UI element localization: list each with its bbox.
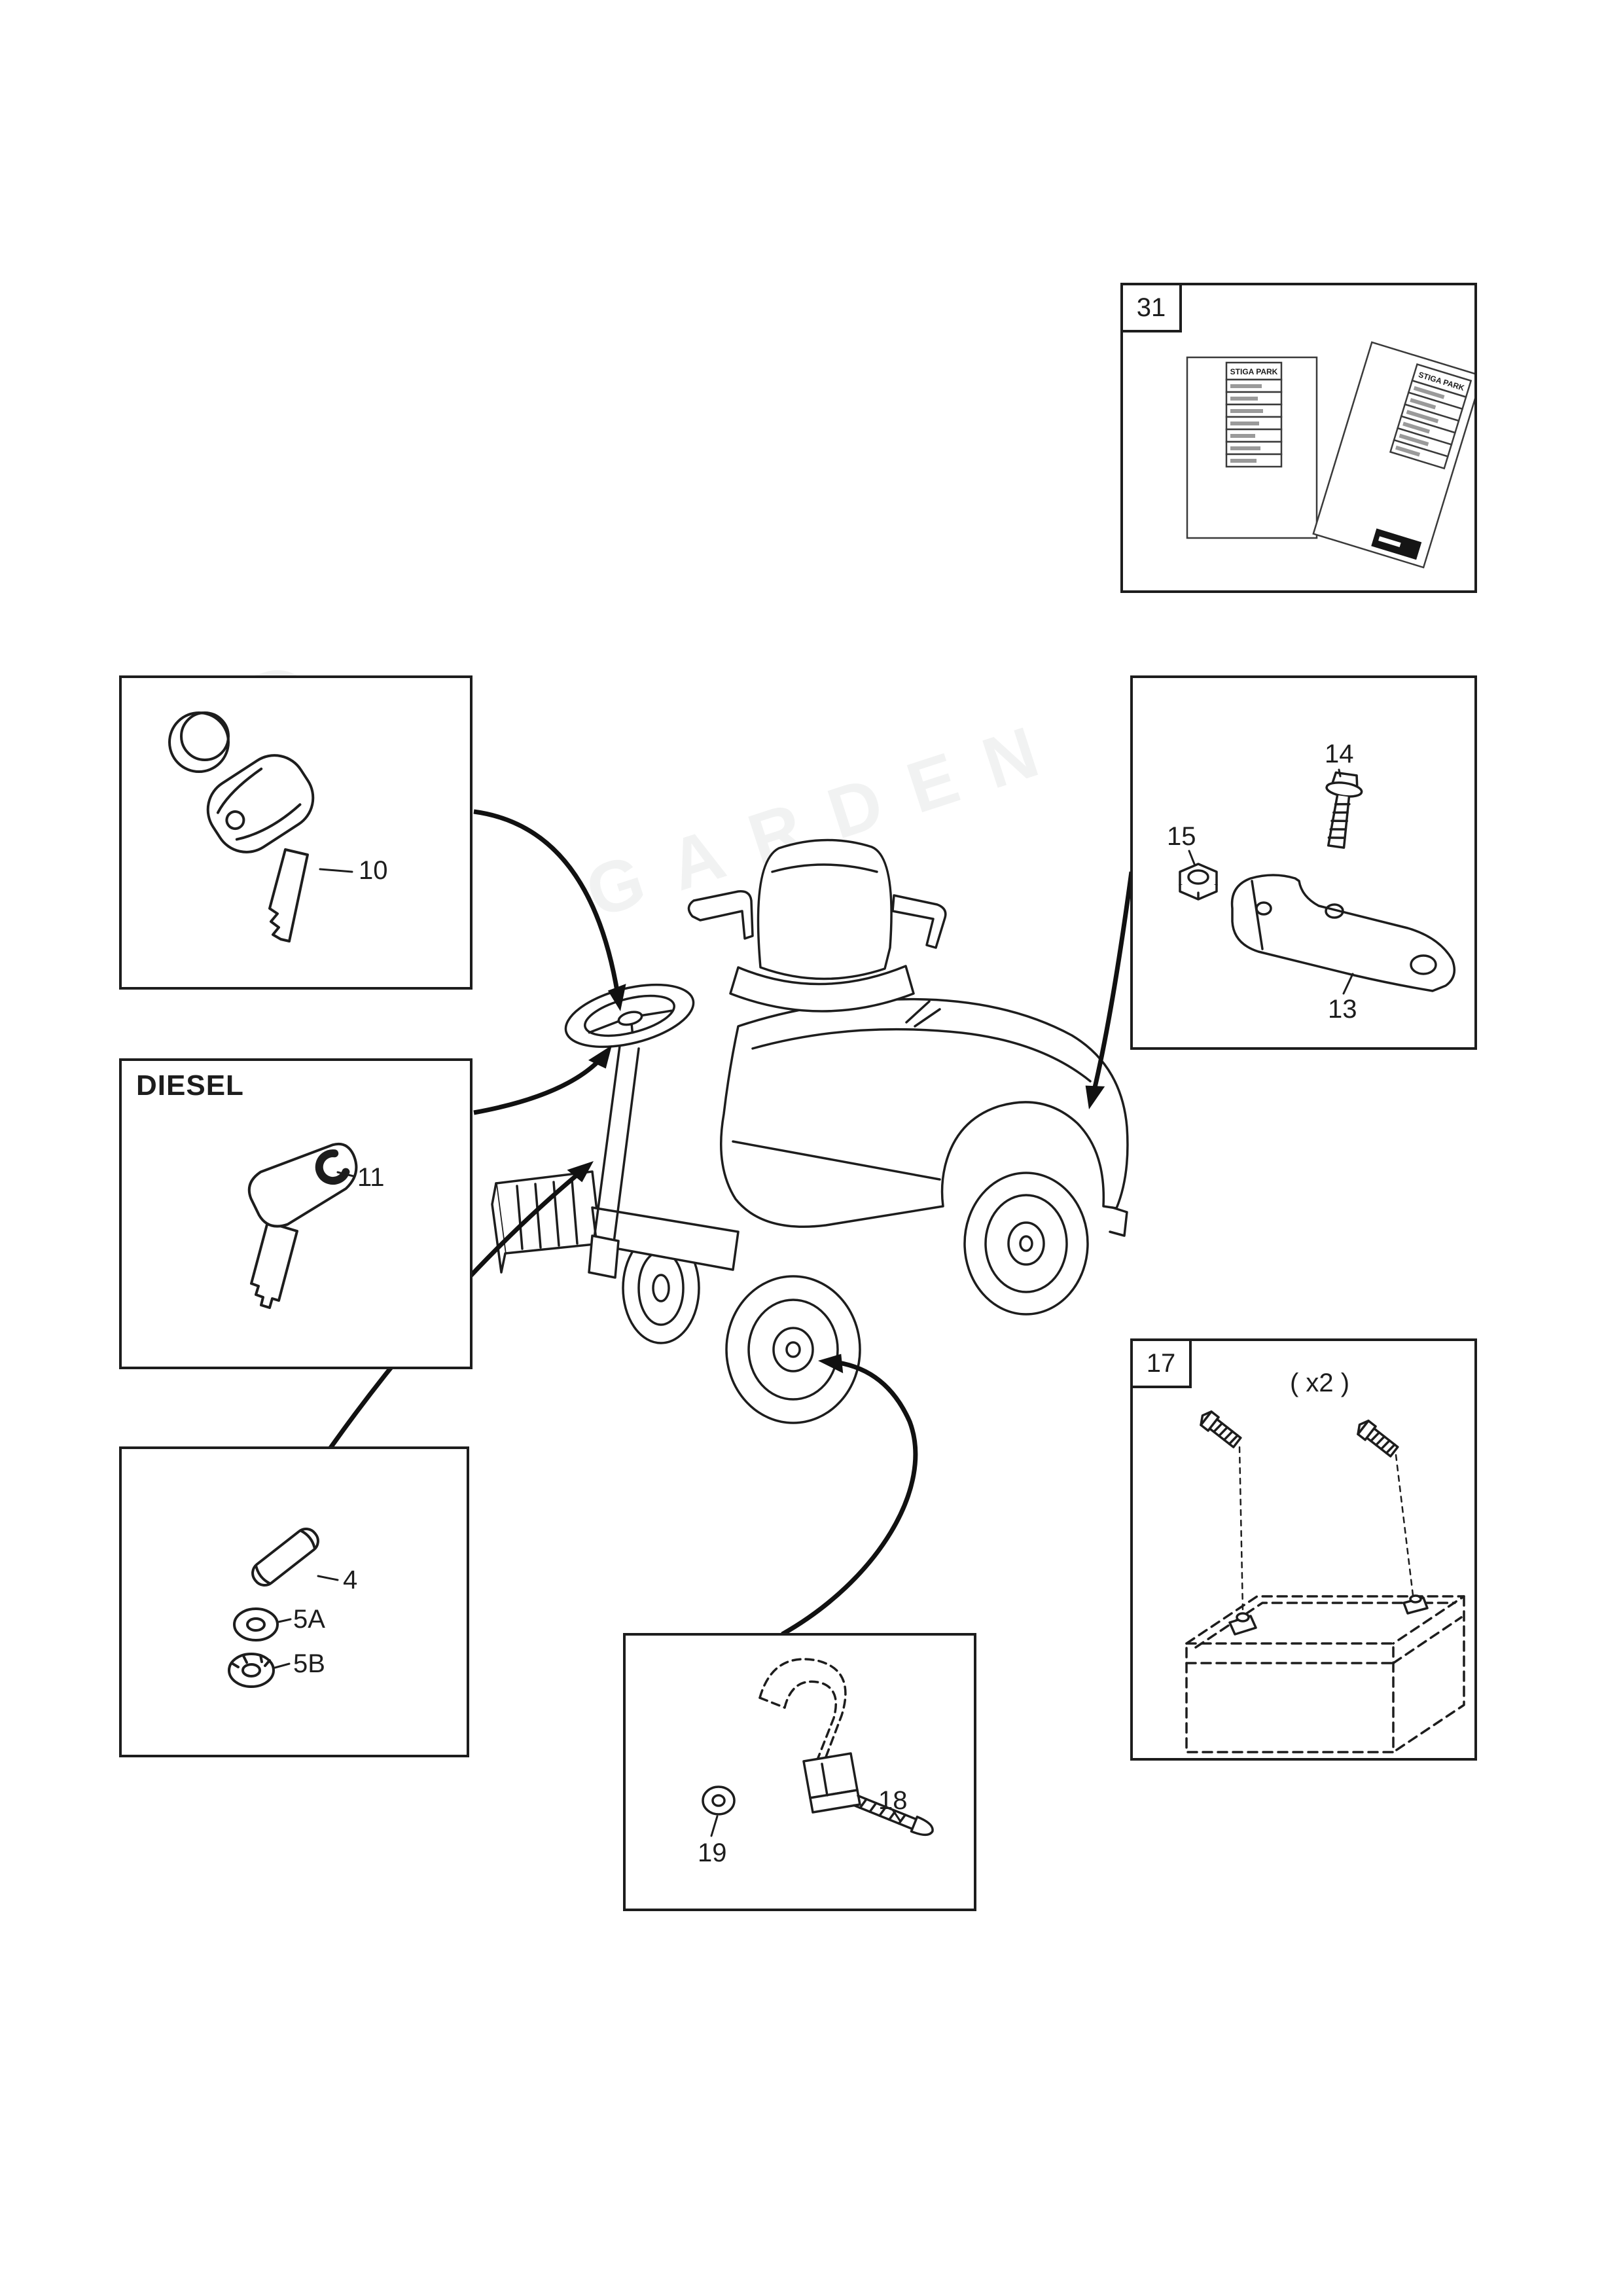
part-label-15: 15 xyxy=(1167,822,1196,851)
pin-set-drawing xyxy=(228,1527,339,1688)
mower-seat xyxy=(687,838,947,1013)
ignition-key-drawing xyxy=(168,711,353,942)
part-label-11: 11 xyxy=(357,1163,385,1192)
leader-line-11 xyxy=(336,1171,355,1177)
key-shaft xyxy=(268,848,309,942)
leader-line-15 xyxy=(1188,850,1196,865)
callout-box-bracket-set: 14 15 13 xyxy=(1130,675,1477,1050)
battery-terminals xyxy=(1228,1594,1429,1636)
clevis-bracket xyxy=(802,1752,861,1814)
battery-quantity-note: ( x2 ) xyxy=(1290,1369,1350,1397)
part-label-13: 13 xyxy=(1328,995,1357,1024)
decal-sheet-a-title: STIGA PARK xyxy=(1230,367,1278,376)
arrowhead-key xyxy=(607,984,626,1011)
leader-line-13 xyxy=(1342,973,1354,995)
decal-sheets-drawing: STIGA PARK STIG xyxy=(1186,341,1474,569)
key-head xyxy=(206,754,315,853)
mower-steering-column xyxy=(588,1045,640,1279)
nut-15-drawing xyxy=(1179,863,1218,901)
arrowhead-bracket xyxy=(1085,1085,1105,1109)
handle-bolt-drawing xyxy=(702,1658,934,1837)
arrow-bracket-to-body xyxy=(1089,871,1134,1102)
battery-assembly-leaders xyxy=(1238,1446,1414,1612)
leader-line-5b xyxy=(274,1662,291,1669)
leader-line-10 xyxy=(319,868,353,873)
mower-front-wheel xyxy=(725,1275,861,1424)
bolt-14-drawing xyxy=(1325,771,1363,849)
callout-box-diesel-key: DIESEL 11 xyxy=(119,1058,473,1369)
leader-line-19 xyxy=(710,1815,719,1837)
mower-illustration xyxy=(491,838,1129,1424)
decal-sheet-a: STIGA PARK xyxy=(1186,356,1318,539)
part-label-5b: 5B xyxy=(293,1649,325,1678)
callout-box-decals: STIGA PARK STIG xyxy=(1120,283,1477,593)
flat-washer-drawing xyxy=(233,1607,279,1641)
bolt-18-drawing xyxy=(853,1794,934,1837)
key-ring xyxy=(168,711,230,773)
battery-drawing xyxy=(1185,1410,1465,1753)
pin-drawing xyxy=(251,1527,319,1587)
mower-rear-wheel xyxy=(963,1172,1089,1316)
diesel-heading: DIESEL xyxy=(136,1069,244,1102)
mower-body xyxy=(720,997,1129,1237)
callout-box-pin-set: 4 5A 5B xyxy=(119,1446,469,1757)
leader-line-14 xyxy=(1338,768,1342,778)
diesel-key-shaft xyxy=(250,1222,298,1309)
bracket-13-drawing xyxy=(1230,874,1456,992)
part-label-5a: 5A xyxy=(293,1605,325,1634)
diesel-key-head xyxy=(247,1142,358,1228)
mower-steering-wheel xyxy=(564,983,695,1049)
box-number-17: 17 xyxy=(1133,1341,1192,1388)
part-label-4: 4 xyxy=(343,1566,358,1594)
arrowhead-pin xyxy=(567,1161,594,1183)
arrow-lever-to-wheel xyxy=(781,1359,918,1637)
part-label-10: 10 xyxy=(359,856,388,885)
arrow-key-to-ignition xyxy=(473,809,620,996)
leader-line-18 xyxy=(891,1808,902,1823)
part-label-18: 18 xyxy=(878,1786,908,1815)
battery-screw-right xyxy=(1357,1420,1399,1458)
part-label-19: 19 xyxy=(698,1839,727,1867)
box-number-31: 31 xyxy=(1123,285,1182,332)
callout-box-ignition-key: 10 xyxy=(119,675,473,990)
arrow-diesel-key-to-ignition xyxy=(473,1049,609,1115)
bracket-set-drawing xyxy=(1179,768,1456,995)
callout-box-handle-bolt-set: 19 18 xyxy=(623,1633,976,1911)
mower-front-frame xyxy=(491,1170,602,1274)
callout-box-battery: 17 ( x2 ) xyxy=(1130,1338,1477,1761)
part-label-14: 14 xyxy=(1325,740,1354,768)
diesel-key-drawing xyxy=(247,1142,358,1309)
leader-line-4 xyxy=(317,1575,339,1581)
leader-line-5a xyxy=(277,1618,292,1623)
washer-19-drawing xyxy=(702,1785,736,1816)
battery-outline xyxy=(1185,1595,1465,1753)
arrowhead-diesel xyxy=(588,1045,612,1069)
phantom-handle-strap xyxy=(758,1658,847,1765)
battery-screw-left xyxy=(1200,1410,1242,1448)
lock-washer-drawing xyxy=(228,1653,275,1688)
arrowhead-lever xyxy=(818,1354,844,1374)
decal-sheet-b: STIGA PARK xyxy=(1312,341,1474,569)
